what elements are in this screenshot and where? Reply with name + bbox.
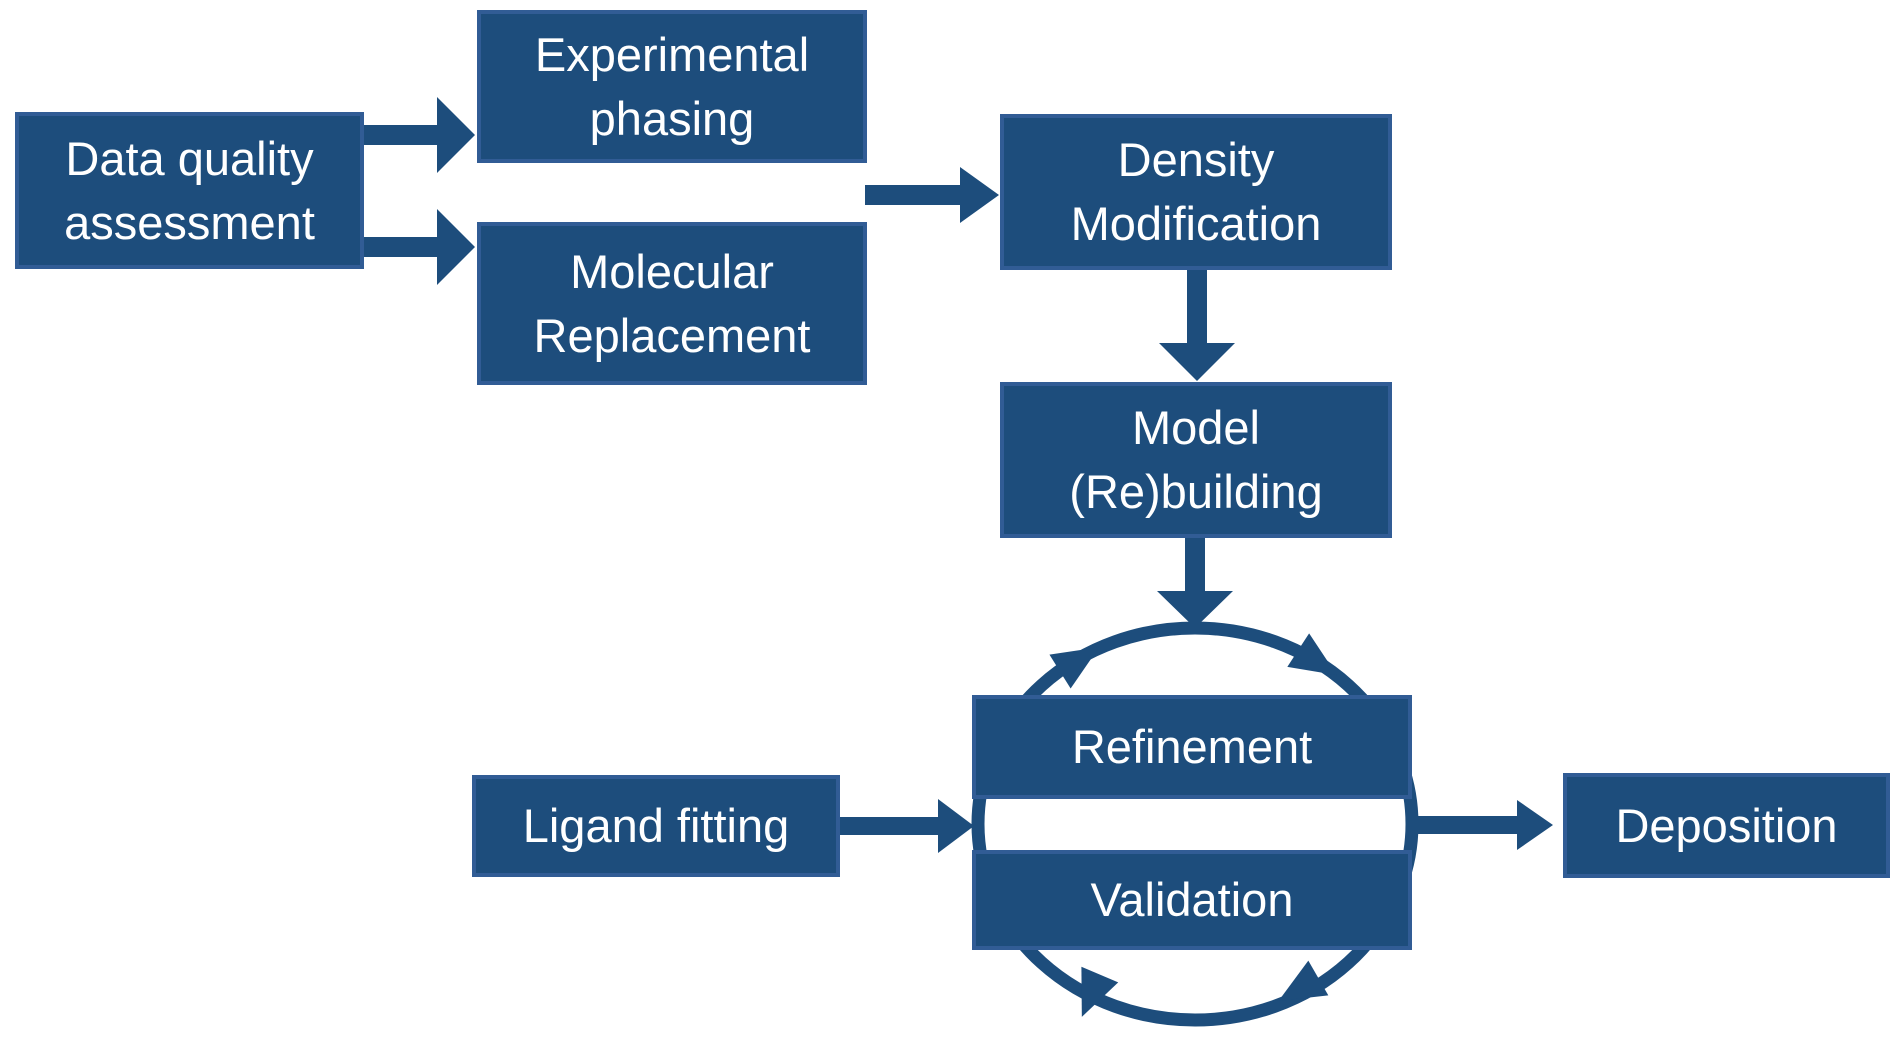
- node-refinement: Refinement: [972, 695, 1412, 799]
- arrow-phasing-to-density-modification: [865, 167, 999, 223]
- arrow-dqa-to-molecular-replacement: [362, 209, 475, 285]
- cycle-arrowhead-bottom-left-icon: [1081, 966, 1119, 1017]
- node-data-quality-assessment: Data quality assessment: [15, 112, 364, 269]
- cycle-arrowhead-top-left-icon: [1049, 647, 1100, 689]
- node-ligand-fitting: Ligand fitting: [472, 775, 840, 877]
- arrow-density-to-model-rebuilding: [1159, 270, 1235, 381]
- node-density-modification: Density Modification: [1000, 114, 1392, 270]
- node-experimental-phasing: Experimental phasing: [477, 10, 867, 163]
- cycle-arrowhead-bottom-right-icon: [1278, 960, 1329, 1001]
- arrow-model-to-cycle: [1157, 538, 1233, 628]
- node-molecular-replacement: Molecular Replacement: [477, 222, 867, 385]
- node-model-rebuilding: Model (Re)building: [1000, 382, 1392, 538]
- cycle-arrowhead-top-right-icon: [1287, 633, 1337, 676]
- arrow-ligand-to-cycle: [838, 799, 974, 853]
- arrow-dqa-to-experimental-phasing: [362, 97, 475, 173]
- node-validation: Validation: [972, 850, 1412, 950]
- refinement-validation-cycle-ring: [971, 621, 1419, 1027]
- node-deposition: Deposition: [1563, 773, 1890, 878]
- arrow-cycle-to-deposition: [1412, 800, 1553, 850]
